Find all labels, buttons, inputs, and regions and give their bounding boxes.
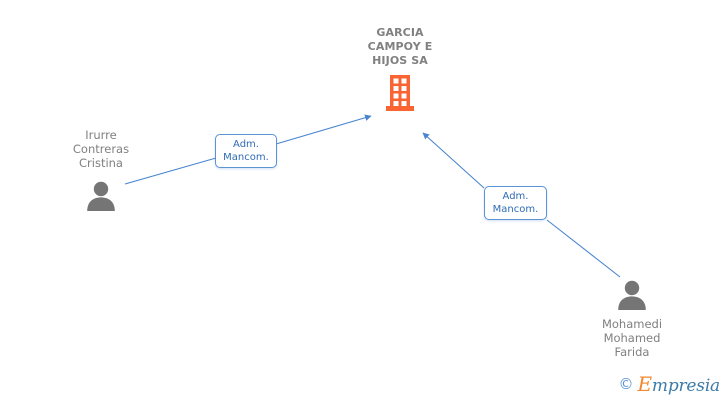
company-name-label: GARCIA CAMPOY E HIJOS SA — [367, 26, 433, 67]
person-name-label-left: Irurre Contreras Cristina — [72, 128, 130, 170]
brand-initial: E — [637, 372, 653, 396]
person-name-label-right: Mohamedi Mohamed Farida — [601, 317, 663, 359]
company-node[interactable]: GARCIA CAMPOY E HIJOS SA — [332, 26, 468, 111]
person-node-left[interactable]: Irurre Contreras Cristina — [36, 128, 166, 211]
edge-left-box-to-company — [275, 114, 372, 145]
building-icon[interactable] — [385, 75, 415, 111]
brand-logo: Empresia — [638, 374, 721, 395]
relation-box-left[interactable]: Adm. Mancom. — [215, 134, 277, 168]
relation-box-right[interactable]: Adm. Mancom. — [484, 186, 547, 220]
person-node-right[interactable]: Mohamedi Mohamed Farida — [567, 280, 697, 359]
watermark: © Empresia — [619, 374, 721, 395]
edge-right-box-to-company — [422, 132, 485, 189]
person-icon[interactable] — [615, 280, 649, 310]
person-icon[interactable] — [84, 181, 118, 211]
edge-right-person-to-company — [546, 219, 621, 278]
copyright-icon: © — [618, 375, 634, 393]
brand-rest: mpresia — [651, 376, 720, 396]
